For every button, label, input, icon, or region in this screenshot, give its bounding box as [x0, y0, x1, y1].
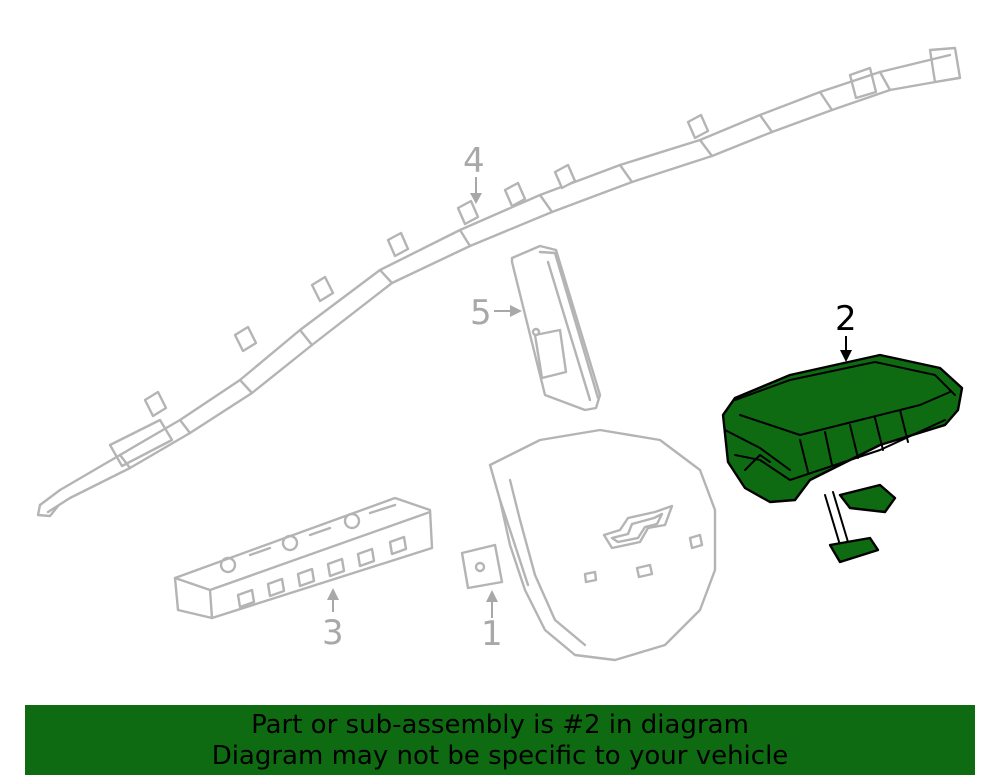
steering-wheel-airbag-part[interactable] — [460, 428, 717, 662]
callout-4-arrowhead — [470, 193, 482, 204]
banner-line-1: Part or sub-assembly is #2 in diagram — [251, 710, 749, 740]
passenger-airbag-part[interactable] — [721, 353, 964, 564]
callout-2-arrowhead — [840, 350, 852, 362]
callout-5[interactable]: 5 — [470, 293, 492, 333]
callout-1[interactable]: 1 — [481, 614, 503, 654]
side-airbag-module-part[interactable] — [510, 244, 602, 412]
notice-banner: Part or sub-assembly is #2 in diagram Di… — [25, 705, 975, 775]
banner-line-2: Diagram may not be specific to your vehi… — [211, 741, 789, 771]
callout-2[interactable]: 2 — [835, 299, 857, 339]
callout-5-arrowhead — [510, 305, 522, 317]
callout-3[interactable]: 3 — [322, 613, 344, 653]
sensing-module-part[interactable] — [173, 496, 434, 620]
parts-diagram: 4 5 2 — [36, 46, 964, 662]
callout-4[interactable]: 4 — [463, 141, 485, 181]
callout-3-arrowhead — [327, 588, 339, 600]
callout-1-arrowhead — [486, 590, 498, 602]
curtain-airbag-part[interactable] — [36, 46, 962, 518]
